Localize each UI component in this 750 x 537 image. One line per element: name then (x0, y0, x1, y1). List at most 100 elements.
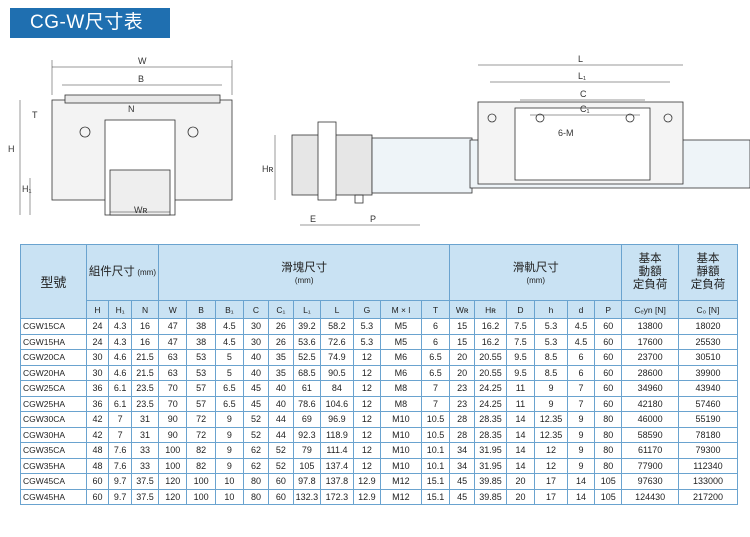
value-cell: 36 (85, 380, 110, 397)
value-cell: 10.1 (420, 442, 451, 459)
value-cell: 60 (85, 473, 110, 490)
value-cell: 6.1 (108, 395, 132, 412)
value-cell: 11 (505, 380, 536, 397)
value-cell: 9.7 (108, 488, 132, 505)
model-cell: CGW30HA (20, 426, 87, 443)
value-cell: 31 (130, 411, 160, 428)
value-cell: 9 (566, 426, 596, 443)
value-cell: 12 (352, 457, 382, 474)
value-cell: 23.5 (130, 395, 160, 412)
value-cell: 40 (243, 364, 269, 381)
value-cell: 37.5 (130, 473, 160, 490)
value-cell: 47 (158, 333, 188, 350)
label-HR: Hʀ (262, 164, 273, 174)
value-cell: 82 (186, 442, 216, 459)
value-cell: 82 (186, 457, 216, 474)
value-cell: 20.55 (474, 364, 507, 381)
value-cell: 60 (594, 364, 623, 381)
value-cell: 23700 (621, 349, 679, 366)
value-cell: 90 (158, 426, 188, 443)
value-cell: 39.85 (474, 488, 507, 505)
value-cell: 52 (243, 426, 269, 443)
value-cell: 52.5 (292, 349, 322, 366)
value-cell: 62 (243, 442, 269, 459)
label-B: B (138, 74, 144, 84)
value-cell: M12 (380, 473, 422, 490)
value-cell: 4.3 (108, 318, 132, 335)
value-cell: 9 (566, 457, 596, 474)
value-cell: 45 (449, 473, 476, 490)
model-cell: CGW45CA (20, 473, 87, 490)
value-cell: 12.35 (534, 411, 568, 428)
value-cell: 60 (594, 333, 623, 350)
value-cell: 30510 (677, 349, 739, 366)
value-cell: 72.6 (320, 333, 354, 350)
value-cell: 28 (449, 426, 476, 443)
value-cell: 9 (214, 411, 245, 428)
value-cell: 7.5 (505, 318, 536, 335)
value-cell: 52 (243, 411, 269, 428)
value-cell: 9 (534, 380, 568, 397)
value-cell: 7 (566, 395, 596, 412)
value-cell: 10.1 (420, 457, 451, 474)
value-cell: 16.2 (474, 318, 507, 335)
value-cell: 33 (130, 442, 160, 459)
column-header: B (186, 300, 216, 319)
value-cell: 63 (158, 349, 188, 366)
value-cell: 17 (534, 488, 568, 505)
value-cell: 72 (186, 426, 216, 443)
value-cell: 9 (214, 426, 245, 443)
value-cell: 14 (505, 457, 536, 474)
value-cell: 55190 (677, 411, 739, 428)
value-cell: 6 (566, 364, 596, 381)
value-cell: 15 (449, 333, 476, 350)
value-cell: M8 (380, 380, 422, 397)
value-cell: 4.5 (214, 333, 245, 350)
value-cell: 77900 (621, 457, 679, 474)
value-cell: 7 (420, 380, 451, 397)
column-header: W (158, 300, 188, 319)
value-cell: 62 (243, 457, 269, 474)
label-WR: Wʀ (134, 205, 147, 215)
value-cell: 14 (566, 488, 596, 505)
value-cell: 112340 (677, 457, 739, 474)
value-cell: 4.5 (566, 318, 596, 335)
column-header: H₁ (108, 300, 132, 319)
value-cell: 35 (267, 349, 294, 366)
model-cell: CGW15CA (20, 318, 87, 335)
value-cell: 20.55 (474, 349, 507, 366)
value-cell: 11 (505, 395, 536, 412)
value-cell: 100 (158, 442, 188, 459)
value-cell: 6.5 (420, 349, 451, 366)
value-cell: 8.5 (534, 349, 568, 366)
model-cell: CGW25CA (20, 380, 87, 397)
value-cell: 20 (449, 349, 476, 366)
label-M: 6-M (558, 128, 574, 138)
value-cell: 42 (85, 426, 110, 443)
header-static-load: 基本 靜額 定負荷 (677, 244, 739, 301)
value-cell: 28600 (621, 364, 679, 381)
header-block: 滑塊尺寸(mm) (158, 244, 451, 301)
model-cell: CGW35HA (20, 457, 87, 474)
value-cell: 132.3 (292, 488, 322, 505)
model-cell: CGW30CA (20, 411, 87, 428)
value-cell: 42180 (621, 395, 679, 412)
column-header: T (420, 300, 451, 319)
value-cell: 105 (594, 488, 623, 505)
value-cell: 60 (594, 318, 623, 335)
column-header: H (85, 300, 110, 319)
value-cell: 90 (158, 411, 188, 428)
column-header: L (320, 300, 354, 319)
value-cell: M10 (380, 457, 422, 474)
value-cell: 9.7 (108, 473, 132, 490)
label-P: P (370, 214, 376, 224)
value-cell: M5 (380, 333, 422, 350)
header-model: 型號 (20, 244, 87, 319)
value-cell: 31.95 (474, 457, 507, 474)
value-cell: 16.2 (474, 333, 507, 350)
value-cell: 26 (267, 318, 294, 335)
value-cell: 60 (267, 488, 294, 505)
